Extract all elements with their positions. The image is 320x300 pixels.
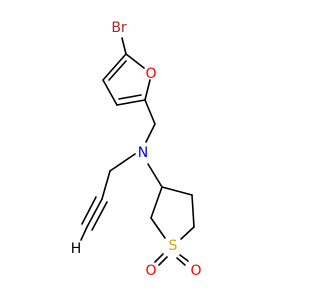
atom-sulfonyl-oxygen-left: O	[145, 263, 156, 279]
bond-c2-ch2	[144, 99, 156, 125]
bond-s-c2t	[150, 217, 166, 239]
bond-s-o-right-b	[176, 257, 186, 266]
bond-s-o-left-a	[154, 253, 164, 263]
bond-br-c5	[121, 37, 127, 55]
bond-o1-c2	[144, 79, 151, 101]
bond-triple-2	[81, 196, 97, 225]
bond-c5-o1	[125, 53, 145, 69]
atom-sulfur: S	[169, 238, 178, 254]
bond-c4-c5-inner	[108, 60, 127, 81]
structure-canvas: Br O N S O O H	[71, 20, 202, 279]
molecule-drawing: Br O N S O O H	[71, 20, 202, 279]
bond-c2-c3-inner	[118, 94, 142, 100]
atom-nitrogen: N	[138, 145, 148, 161]
bond-ch2-csp	[101, 170, 111, 200]
bonds	[80, 37, 195, 266]
bond-n-ch2-propargyl	[109, 153, 136, 172]
atom-labels: Br O N S O O H	[71, 20, 202, 279]
bond-c3-c4t	[161, 186, 193, 196]
bond-c3-c4	[102, 79, 118, 106]
bond-c5t-s	[180, 226, 195, 240]
bond-s-o-left-b	[158, 256, 168, 266]
bond-c-h	[80, 226, 88, 241]
bond-n-c3	[147, 163, 163, 188]
bond-c2t-c3	[150, 186, 163, 219]
bond-c4t-c5t	[191, 194, 195, 228]
bond-ch2-n	[145, 123, 156, 143]
bond-c2-c3	[116, 99, 146, 106]
bond-triple-1	[86, 198, 103, 228]
atom-bromine: Br	[111, 20, 127, 36]
atom-terminal-hydrogen: H	[71, 241, 82, 257]
atom-furan-oxygen: O	[145, 66, 156, 82]
bond-s-o-right-a	[179, 254, 189, 262]
bond-triple-3	[91, 201, 108, 231]
bond-c4-c5	[102, 53, 127, 81]
atom-sulfonyl-oxygen-right: O	[190, 263, 201, 279]
